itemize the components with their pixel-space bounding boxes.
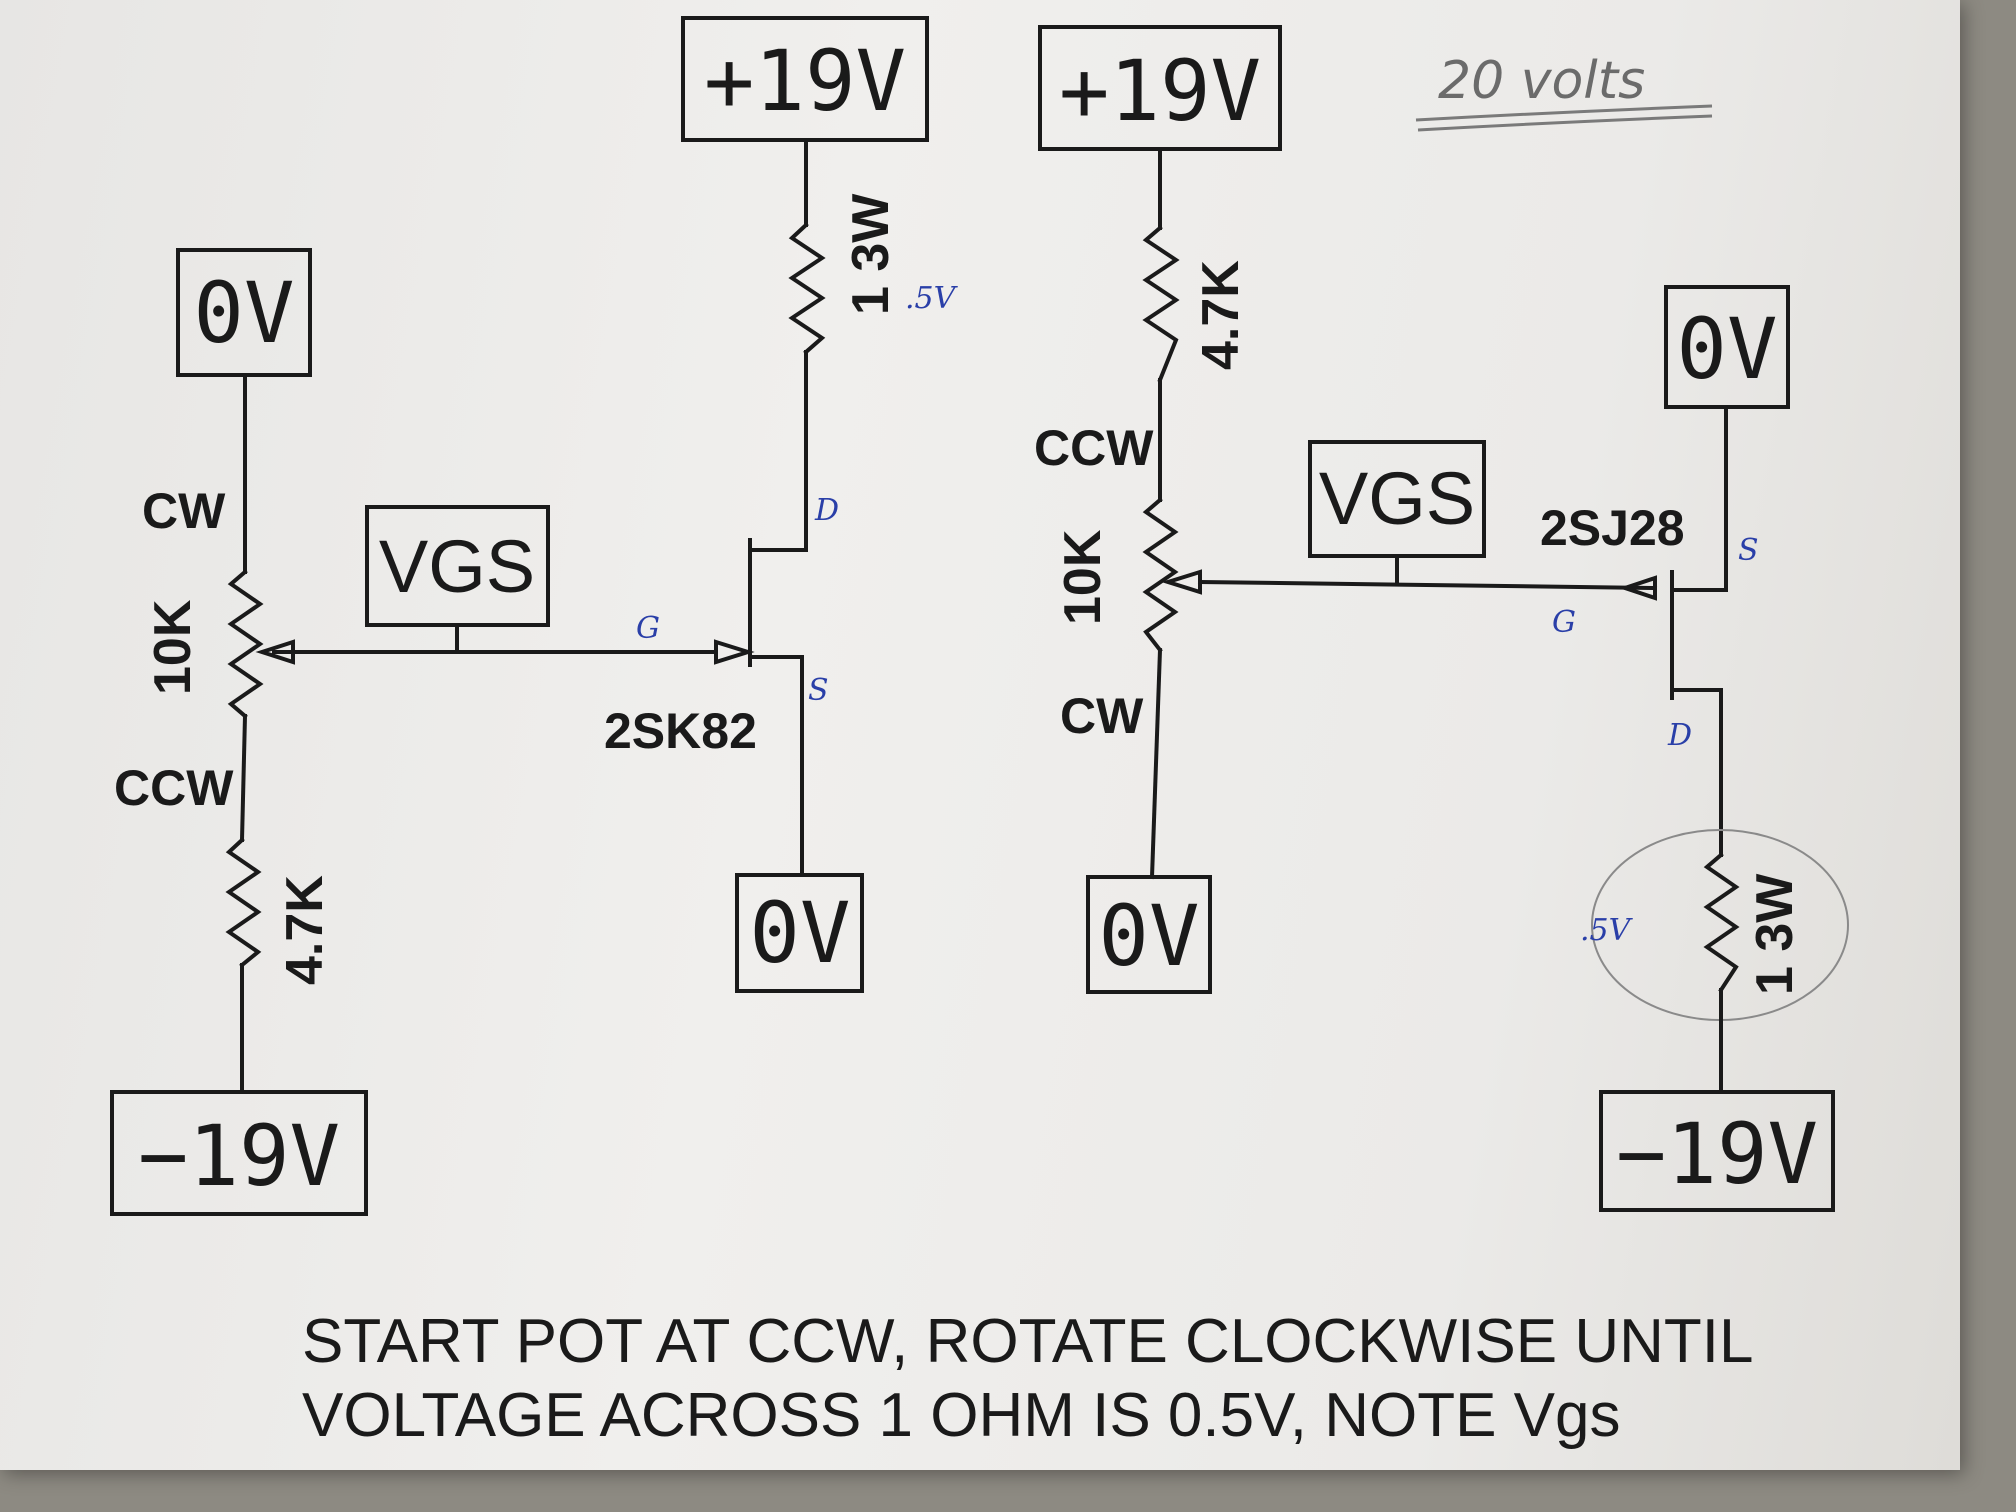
- right-gate-arrow: [1618, 575, 1657, 601]
- left-cw-label: CW: [142, 483, 226, 539]
- right-minus19v-label: −19V: [1616, 1105, 1818, 1203]
- left-4k7-label: 4.7K: [276, 875, 334, 985]
- right-1ohm-resistor: [1703, 852, 1740, 993]
- right-1ohm-label: 1 3W: [1746, 873, 1804, 995]
- left-ccw-label: CCW: [114, 760, 234, 816]
- right-cw-label: CW: [1060, 688, 1144, 744]
- right-drain-letter: D: [1667, 718, 1692, 753]
- left-gate-letter: G: [636, 611, 660, 646]
- left-minus19v-label: −19V: [138, 1107, 340, 1205]
- right-05v-note: .5V: [1580, 913, 1634, 948]
- right-source-0v-box: [1664, 285, 1790, 409]
- right-source-0v-label: 0V: [1676, 300, 1777, 398]
- right-ccw-label: CCW: [1034, 420, 1154, 476]
- right-10k-label: 10K: [1054, 529, 1112, 625]
- right-gate-letter: G: [1552, 605, 1576, 640]
- right-transistor-label: 2SJ28: [1540, 500, 1685, 556]
- instruction-line-2: VOLTAGE ACROSS 1 OHM IS 0.5V, NOTE Vgs: [302, 1381, 1621, 1450]
- pencil-underline-1: [1415, 104, 1713, 122]
- left-top-0v-label: 0V: [193, 264, 294, 362]
- left-pot-bottom-wire: [239, 713, 248, 843]
- right-drain-wire: [1670, 688, 1723, 857]
- right-gate-wire: [1197, 579, 1658, 591]
- right-plus19v-label: +19V: [1059, 42, 1261, 140]
- pencil-note-20-volts: 20 volts: [1438, 51, 1645, 111]
- right-4k7-resistor: [1142, 225, 1180, 383]
- left-10k-label: 10K: [144, 599, 202, 695]
- right-pot-bottom-wire: [1149, 647, 1163, 880]
- right-vgs-label: VGS: [1319, 457, 1475, 540]
- left-plus19v-label: +19V: [704, 32, 906, 130]
- right-source-letter: S: [1738, 533, 1759, 568]
- left-drain-wire: [748, 350, 808, 552]
- left-10k-pot: [227, 569, 264, 719]
- left-gate-arrow: [714, 639, 755, 665]
- left-4k7-resistor: [225, 837, 262, 968]
- left-05v-note: .5V: [905, 281, 959, 316]
- left-source-0v-label: 0V: [749, 884, 850, 982]
- left-1ohm-label: 1 3W: [842, 193, 900, 315]
- right-source-wire: [1670, 405, 1728, 592]
- right-pot-0v-box: [1086, 875, 1212, 994]
- left-1ohm-resistor: [788, 222, 826, 355]
- left-drain-letter: D: [814, 493, 839, 528]
- left-source-0v-box: [735, 873, 864, 993]
- paper-sheet: [0, 0, 1960, 1470]
- left-vgs-label: VGS: [379, 525, 535, 608]
- instruction-line-1: START POT AT CCW, ROTATE CLOCKWISE UNTIL: [302, 1307, 1753, 1376]
- pencil-underline-2: [1417, 114, 1713, 132]
- right-minus19v-box: [1599, 1090, 1835, 1212]
- left-source-letter: S: [808, 673, 829, 708]
- left-pot-wiper-arrow: [255, 639, 295, 665]
- right-4k7-label: 4.7K: [1192, 260, 1250, 370]
- right-pot-0v-label: 0V: [1098, 887, 1199, 985]
- left-transistor-label: 2SK82: [604, 703, 757, 759]
- right-10k-pot: [1142, 497, 1179, 653]
- left-source-wire: [748, 655, 804, 877]
- left-minus19v-box: [110, 1090, 368, 1216]
